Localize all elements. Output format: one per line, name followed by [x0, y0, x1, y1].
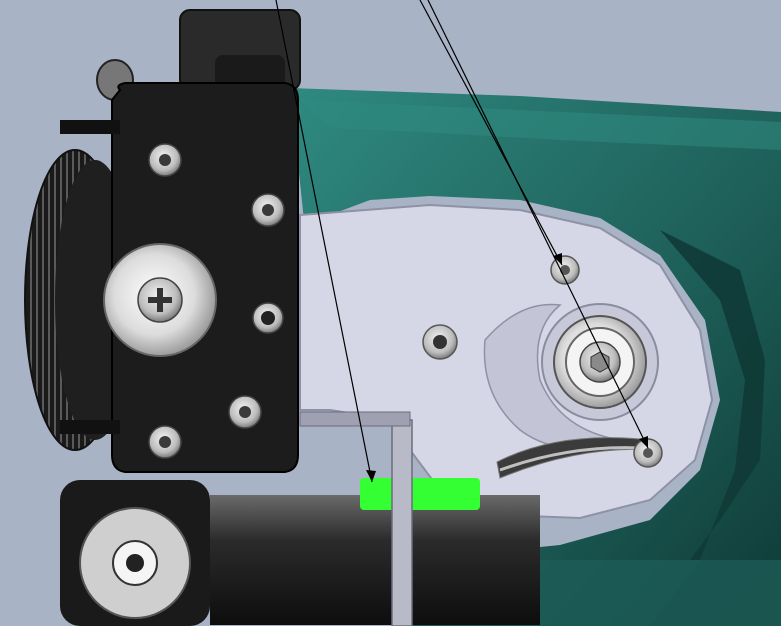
- leader-line: [427, 0, 649, 449]
- leader-lines: [275, 0, 649, 483]
- bottom-roller: [60, 480, 210, 626]
- hex-socket-screw-icon: [252, 302, 284, 334]
- leader-arrowhead: [366, 470, 376, 482]
- leader-line: [419, 0, 563, 266]
- lever-slot-spring: [499, 446, 641, 472]
- hex-socket-screw-icon: [422, 324, 458, 360]
- vertical-bracket: [391, 419, 413, 626]
- shaft-assembly: [210, 411, 540, 626]
- hex-socket-screw-icon: [148, 425, 182, 459]
- leader-arrowhead: [639, 436, 648, 448]
- plate-tab-bottom: [60, 420, 120, 434]
- leader-arrowhead: [553, 253, 562, 265]
- leader-line: [275, 0, 373, 483]
- hex-socket-screw-icon: [228, 395, 262, 429]
- green-highlight-marker: [360, 478, 480, 510]
- plate-tab-top: [60, 120, 120, 134]
- lever-plate: [299, 203, 714, 520]
- phillips-screw-icon: [103, 243, 217, 357]
- roller-body: [210, 495, 540, 625]
- hex-socket-screw-icon: [251, 193, 285, 227]
- hex-socket-screw-icon: [550, 255, 580, 285]
- lever-cam-cutout: [483, 303, 621, 449]
- bearing-icon: [541, 303, 659, 421]
- bracket-arm: [299, 411, 411, 427]
- hex-socket-screw-icon: [148, 143, 182, 177]
